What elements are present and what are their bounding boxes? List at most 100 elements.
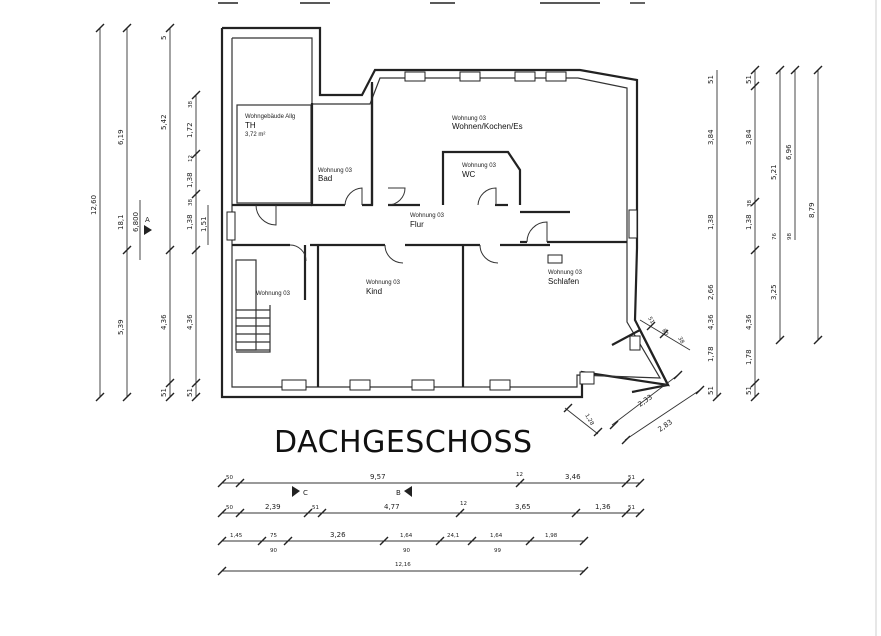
dim-label: 3,26 — [330, 531, 346, 539]
room-abstell: Wohngebäude Allg TH 3,72 m² — [245, 114, 295, 138]
dim-label: 1,64 — [400, 533, 413, 539]
dim-label: 12 — [188, 155, 194, 162]
interior-walls — [232, 82, 627, 387]
dim-label: 51 — [186, 388, 194, 397]
room-name-label: Flur — [410, 220, 424, 229]
dim-label: 4,36 — [707, 314, 715, 330]
dim-label: 9,57 — [370, 473, 386, 481]
room-name-label: Kind — [366, 287, 382, 296]
dim-label: 51 — [160, 388, 168, 397]
door-swings — [255, 187, 548, 264]
dim-label: 3,65 — [515, 503, 531, 511]
dim-label: 51 — [707, 75, 715, 84]
dim-label: 12 — [516, 472, 523, 478]
room-owner-label: Wohnung 03 — [548, 270, 583, 276]
room-name-label: WC — [462, 170, 476, 179]
dim-label: 4,36 — [160, 314, 168, 330]
dim-label: 76 — [772, 233, 778, 240]
dim-label: 38 — [676, 336, 685, 345]
dim-label: 38 — [188, 101, 194, 108]
dim-label: 1,36 — [595, 503, 611, 511]
dim-label: 51 — [628, 475, 635, 481]
room-owner-label: Wohnung 03 — [452, 116, 487, 122]
dims-left-outer: 12,60 6,19 5,39 18,1 6,800 A — [90, 23, 152, 402]
dim-label: 51 — [707, 386, 715, 395]
dim-label: 98 — [787, 233, 793, 240]
dim-mid2: 6,800 — [132, 212, 140, 232]
dim-label: 51 — [628, 505, 635, 511]
dim-label: 75 — [270, 533, 277, 539]
dims-bottom-row3: 1,45 75 3,26 1,64 24,1 1,64 1,98 90 90 9… — [217, 531, 589, 554]
room-name-label: TH — [245, 121, 256, 130]
dim-label: 5 — [160, 36, 168, 40]
room-kind: Wohnung 03 Kind — [366, 280, 401, 296]
dims-bottom-row1: 50 9,57 12 3,46 51 C B — [217, 472, 645, 497]
exterior-walls — [220, 26, 670, 399]
dim-label: 2,83 — [657, 418, 674, 433]
dim-label: 2,39 — [265, 503, 281, 511]
room-flur: Wohnung 03 Flur — [410, 213, 445, 229]
dim-label: 1,78 — [707, 346, 715, 362]
dim-label: 3,84 — [745, 129, 753, 145]
dim-lower: 5,39 — [117, 319, 125, 335]
dim-label: 51 — [745, 75, 753, 84]
dim-label: 1,51 — [200, 216, 208, 232]
room-owner-label: Wohnung 03 — [410, 213, 445, 219]
dim-label: 4,36 — [186, 314, 194, 330]
dim-label: 51 — [745, 386, 753, 395]
dim-upper: 6,19 — [117, 129, 125, 145]
dim-label: 3,25 — [770, 284, 778, 300]
room-owner-label: Wohngebäude Allg — [245, 114, 295, 120]
room-name-label: Wohnen/Kochen/Es — [452, 122, 523, 131]
dim-total-width: 12,16 — [395, 562, 411, 568]
room-name-label: Schlafen — [548, 277, 579, 286]
dim-label: 4,36 — [745, 314, 753, 330]
dim-mid1: 18,1 — [117, 214, 125, 230]
dims-left-inner: 5 5,42 4,36 51 38 1,72 12 1,38 38 1,38 4… — [160, 23, 209, 402]
room-name-label: Bad — [318, 174, 332, 183]
dim-label: 5,42 — [160, 114, 168, 130]
dim-label: 1,38 — [707, 214, 715, 230]
room-schlafen: Wohnung 03 Schlafen — [548, 270, 583, 286]
dim-label: 1,38 — [186, 214, 194, 230]
room-wc: Wohnung 03 WC — [462, 163, 497, 179]
section-c-label: C — [303, 489, 308, 497]
dim-label: 3,84 — [707, 129, 715, 145]
dim-label: 3,46 — [565, 473, 581, 481]
room-area-label: 3,72 m² — [245, 132, 265, 138]
dim-total-height: 12,60 — [90, 195, 98, 215]
dim-label: 1,98 — [545, 533, 558, 539]
section-a-label: A — [145, 216, 150, 224]
section-b-label: B — [396, 489, 401, 497]
room-owner-label: Wohnung 03 — [366, 280, 401, 286]
dim-label: 80 — [660, 328, 669, 337]
dim-label: 1,64 — [490, 533, 503, 539]
dim-label: 6,96 — [785, 144, 793, 160]
dims-right: 51 3,84 38 1,38 4,36 1,78 51 51 3,84 1,3… — [707, 65, 823, 402]
dim-label: 1,45 — [230, 533, 243, 539]
stair-steps — [236, 305, 271, 353]
dim-label: 51 — [646, 316, 655, 325]
room-wohnen: Wohnung 03 Wohnen/Kochen/Es — [452, 116, 523, 131]
dim-label: 5,21 — [770, 164, 778, 180]
dim-label: 1,72 — [186, 122, 194, 138]
dim-label: 50 — [226, 505, 233, 511]
dim-label: 90 — [270, 548, 277, 554]
dim-label: 1,38 — [186, 172, 194, 188]
dims-bottom-row2: 50 2,39 51 4,77 12 3,65 1,36 51 — [217, 501, 645, 518]
dim-label: 99 — [494, 548, 501, 554]
room-bad: Wohnung 03 Bad — [318, 168, 353, 183]
room-owner-label: Wohnung 03 — [256, 291, 291, 297]
dims-bottom-total: 12,16 — [217, 562, 589, 576]
dim-label: 8,79 — [808, 202, 816, 218]
dim-label: 12 — [460, 501, 467, 507]
dim-label: 51 — [312, 505, 319, 511]
dim-label: 24,1 — [447, 533, 459, 539]
dim-label: 90 — [403, 548, 410, 554]
dim-label: 38 — [747, 200, 753, 207]
dim-label: 1,38 — [745, 214, 753, 230]
room-owner-label: Wohnung 03 — [318, 168, 353, 174]
room-treppe: Wohnung 03 — [256, 291, 291, 297]
room-owner-label: Wohnung 03 — [462, 163, 497, 169]
